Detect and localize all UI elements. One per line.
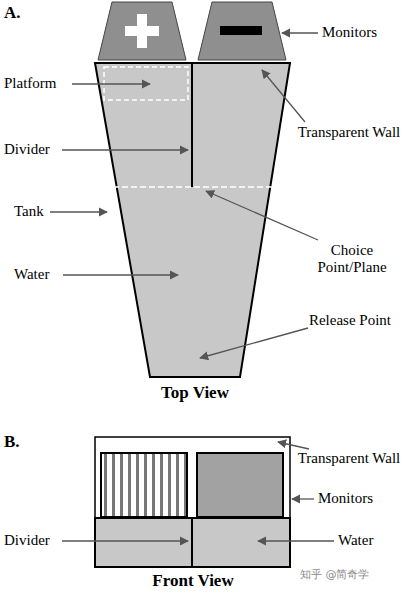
part-name: Transparent Wall [296,450,402,467]
panel-letter: A. [4,4,21,21]
front-monitor-grey [197,453,283,517]
part-name: Monitors [318,490,373,507]
panel-letter: B. [4,433,20,450]
part-name: Divider [4,532,50,549]
part-name: Tank [14,203,44,220]
part-name: Platform [4,75,57,92]
plus-symbol [125,26,159,36]
part-name: Divider [4,141,50,158]
monitor-minus [198,2,286,60]
part-name: Water [14,266,49,283]
leader-arrows [62,442,334,541]
tank-outline [95,63,290,377]
front-transparent-wall [95,437,290,567]
leader-arrows [50,33,318,358]
part-name: Release Point [300,312,400,329]
part-name: Monitors [322,24,377,41]
part-name: Transparent Wall [296,124,402,141]
divider-line [191,63,193,187]
front-divider [191,518,193,567]
minus-symbol [220,26,262,35]
monitor-plus [98,2,186,60]
choice-plane [113,186,272,188]
view-title: Top View [150,384,240,401]
view-title: Front View [130,572,256,589]
part-name: Water [338,532,373,549]
watermark: 知乎 @简奇学 [300,566,370,583]
front-monitor-striped [101,453,187,517]
front-water [95,518,290,567]
part-name: Choice Point/Plane [300,242,404,276]
